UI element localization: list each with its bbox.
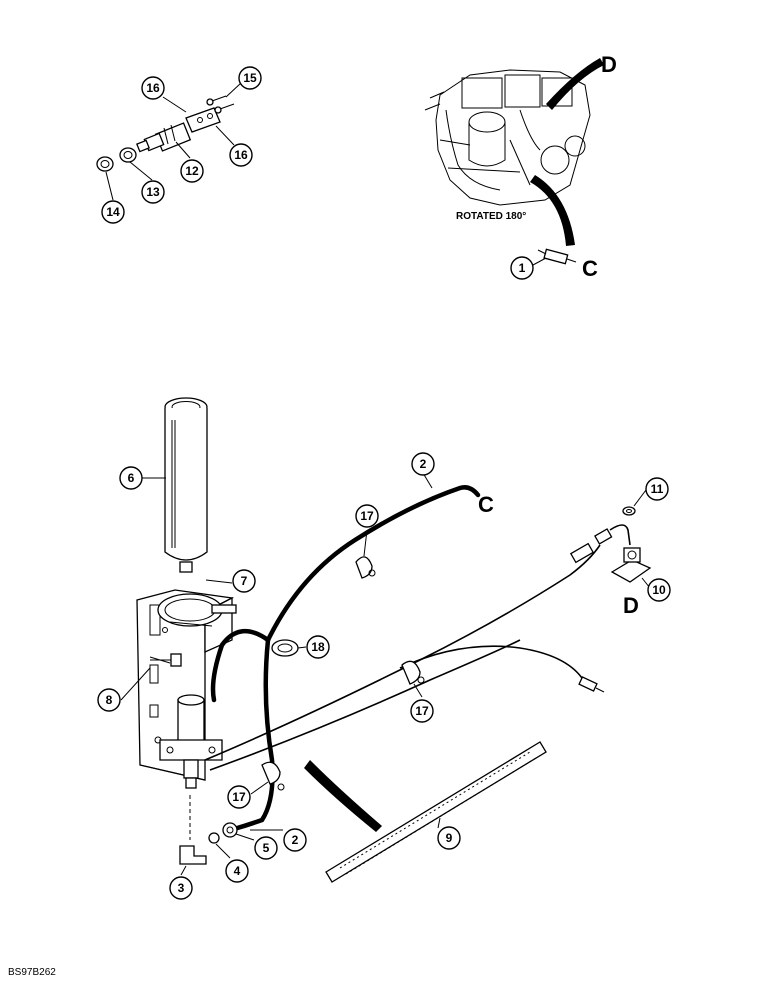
callout-2a: 2	[411, 452, 435, 476]
callout-10: 10	[647, 578, 671, 602]
connector-a	[569, 528, 613, 564]
svg-text:14: 14	[106, 205, 120, 219]
callout-8: 8	[97, 688, 121, 712]
switch-mount-10	[610, 547, 652, 583]
svg-text:2: 2	[292, 833, 299, 847]
bolt-8	[149, 653, 182, 667]
fitting-5	[222, 822, 238, 838]
grommet-18	[271, 639, 299, 657]
callout-5: 5	[254, 836, 278, 860]
hose-loop	[210, 629, 271, 703]
wire-lead-d	[609, 524, 631, 546]
washer-11	[622, 506, 636, 516]
callout-2b: 2	[283, 828, 307, 852]
svg-text:2: 2	[420, 457, 427, 471]
callout-7: 7	[232, 569, 256, 593]
callout-17c: 17	[227, 785, 251, 809]
svg-text:11: 11	[651, 482, 664, 496]
clip-17-low	[261, 761, 285, 791]
switch-detail	[96, 82, 242, 201]
svg-text:13: 13	[146, 185, 160, 199]
clamp-7	[157, 593, 237, 627]
svg-text:7: 7	[241, 574, 248, 588]
callout-16a: 16	[141, 76, 165, 100]
fitting-4	[208, 832, 220, 844]
clip-17-mid	[401, 660, 425, 685]
svg-text:16: 16	[146, 81, 160, 95]
svg-text:9: 9	[446, 831, 453, 845]
svg-text:5: 5	[263, 841, 270, 855]
svg-text:6: 6	[128, 471, 135, 485]
svg-text:8: 8	[106, 693, 113, 707]
callout-6: 6	[119, 466, 143, 490]
svg-text:10: 10	[652, 583, 666, 597]
callout-18: 18	[306, 635, 330, 659]
wire-harness-a	[204, 544, 601, 761]
ref-letter-c-top: C	[582, 256, 598, 281]
callout-1: 1	[510, 256, 534, 280]
pump-base	[159, 694, 223, 789]
callout-17a: 17	[355, 504, 379, 528]
main-assembly	[120, 397, 652, 883]
callout-14: 14	[101, 200, 125, 224]
canister-6	[164, 397, 208, 573]
sensor-1	[537, 248, 577, 265]
cap-14	[96, 156, 114, 172]
callout-15: 15	[238, 66, 262, 90]
callout-4: 4	[225, 859, 249, 883]
engine-inset	[424, 58, 604, 266]
hose-2-upper	[265, 485, 481, 643]
ref-letter-d-top: D	[601, 52, 617, 77]
conduit-9	[325, 741, 547, 883]
svg-text:12: 12	[185, 164, 199, 178]
connector-b	[578, 676, 605, 693]
svg-text:18: 18	[311, 640, 325, 654]
callout-13: 13	[141, 180, 165, 204]
ref-letter-c-hose: C	[478, 492, 494, 517]
figure-code: BS97B262	[8, 967, 56, 978]
callout-12: 12	[180, 159, 204, 183]
callout-3: 3	[169, 876, 193, 900]
nut-13	[119, 147, 137, 163]
svg-text:16: 16	[234, 148, 248, 162]
wire-harness-c	[399, 645, 583, 679]
callout-11: 11	[645, 477, 669, 501]
note-rotated: ROTATED 180°	[456, 211, 526, 222]
svg-text:4: 4	[234, 864, 241, 878]
elbow-fitting-3	[179, 845, 207, 865]
svg-text:17: 17	[232, 790, 246, 804]
svg-text:15: 15	[243, 71, 257, 85]
wire-harness-b	[209, 639, 521, 771]
svg-text:17: 17	[360, 509, 374, 523]
svg-text:17: 17	[415, 704, 429, 718]
ref-letter-d-bracket: D	[623, 593, 639, 618]
callout-16b: 16	[229, 143, 253, 167]
callout-17b: 17	[410, 699, 434, 723]
switch-body-12	[136, 122, 192, 153]
clip-17-top	[355, 556, 376, 579]
svg-text:1: 1	[519, 261, 526, 275]
screws-15	[206, 95, 235, 114]
svg-text:3: 3	[178, 881, 185, 895]
callout-9: 9	[437, 826, 461, 850]
